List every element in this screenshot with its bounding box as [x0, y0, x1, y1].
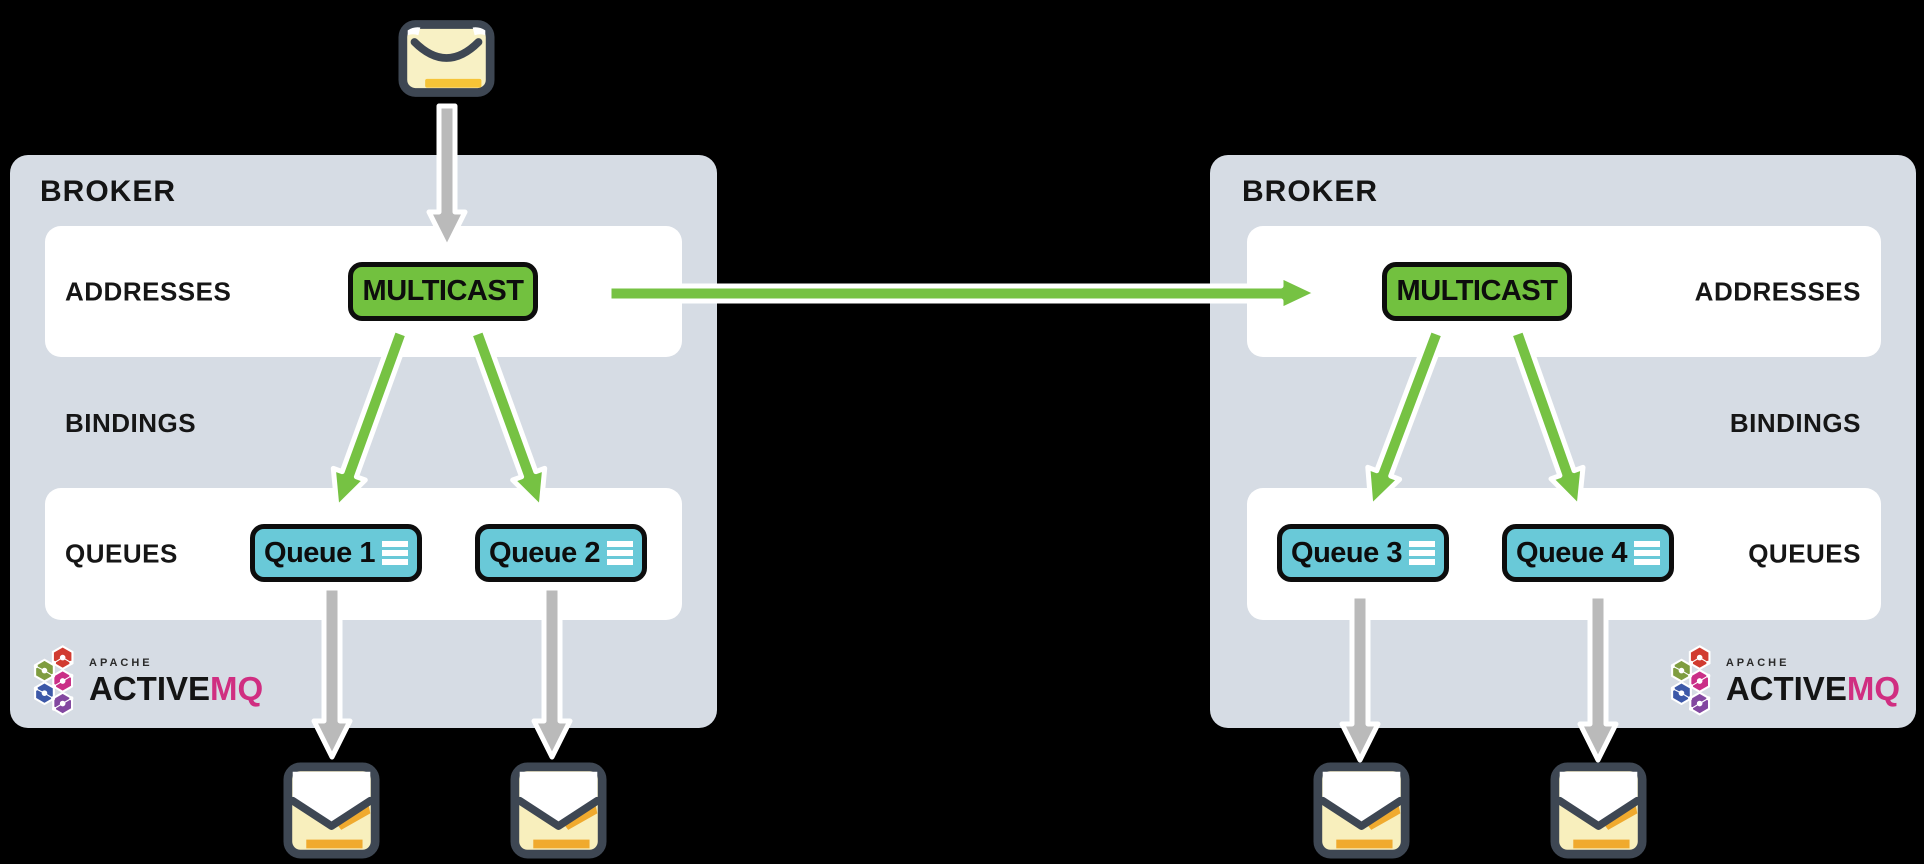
broker-title: BROKER	[40, 175, 177, 208]
queues-label: QUEUES	[65, 538, 178, 569]
queue-label: Queue 2	[489, 536, 600, 569]
activemq-wordmark: APACHE ACTIVEMQ	[89, 656, 264, 707]
queues-row: QUEUES Queue 1 Queue 2	[45, 488, 682, 620]
queues-label: QUEUES	[1748, 538, 1861, 569]
addresses-label: ADDRESSES	[1694, 276, 1861, 306]
apache-label: APACHE	[1725, 656, 1790, 669]
activemq-hexagons-icon	[33, 645, 74, 716]
consumer-message-envelope-icon	[283, 762, 380, 859]
activemq-logo: APACHE ACTIVEMQ	[28, 640, 263, 722]
mq-text: MQ	[210, 669, 264, 707]
queue-list-icon	[381, 541, 408, 565]
consumer-message-envelope-icon	[1313, 762, 1410, 859]
queue-badge-2: Queue 2	[475, 524, 647, 582]
addresses-row: ADDRESSES MULTICAST	[45, 226, 682, 357]
mq-text: MQ	[1846, 669, 1900, 707]
queue-label: Queue 4	[1516, 536, 1627, 569]
queue-label: Queue 1	[264, 536, 375, 569]
addresses-label: ADDRESSES	[65, 276, 232, 306]
queues-row: Queue 3 Queue 4 QUEUES	[1247, 488, 1881, 620]
multicast-label: MULTICAST	[362, 275, 524, 307]
broker-1-panel: BROKER ADDRESSES MULTICAST BINDINGS QUEU…	[10, 155, 717, 728]
broker-2-panel: BROKER MULTICAST ADDRESSES BINDINGS Queu…	[1210, 155, 1916, 728]
queue-list-icon	[606, 541, 633, 565]
consumer-message-envelope-icon	[510, 762, 607, 859]
queue-list-icon	[1408, 541, 1435, 565]
queue-label: Queue 3	[1291, 536, 1402, 569]
queue-badge-1: Queue 1	[250, 524, 422, 582]
queue-badge-3: Queue 3	[1277, 524, 1449, 582]
apache-label: APACHE	[89, 656, 153, 669]
producer-message-envelope-icon	[398, 20, 495, 97]
multicast-address-badge: MULTICAST	[1382, 262, 1572, 321]
active-text: ACTIVE	[89, 669, 211, 707]
bindings-label: BINDINGS	[1729, 408, 1861, 438]
activemq-wordmark: APACHE ACTIVEMQ	[1725, 656, 1900, 707]
bindings-label: BINDINGS	[65, 408, 197, 438]
queue-list-icon	[1633, 541, 1660, 565]
activemq-hexagons-icon	[1670, 645, 1711, 716]
multicast-address-badge: MULTICAST	[348, 262, 538, 321]
queue-badge-4: Queue 4	[1502, 524, 1674, 582]
activemq-logo: APACHE ACTIVEMQ	[1665, 640, 1900, 722]
consumer-message-envelope-icon	[1550, 762, 1647, 859]
addresses-row: MULTICAST ADDRESSES	[1247, 226, 1881, 357]
active-text: ACTIVE	[1725, 669, 1847, 707]
broker-title: BROKER	[1242, 175, 1379, 208]
multicast-label: MULTICAST	[1396, 275, 1558, 307]
